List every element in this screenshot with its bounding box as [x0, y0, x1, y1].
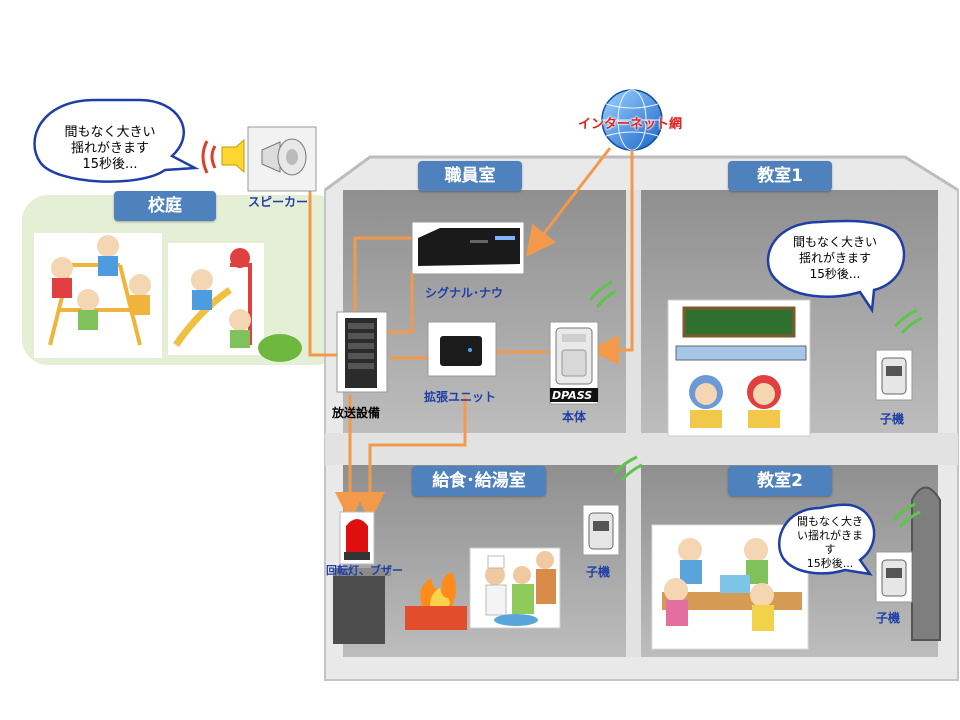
bubble-line: 揺れがきます — [798, 251, 871, 265]
receiver-unit-classroom2 — [875, 551, 913, 603]
expansion-unit — [427, 321, 497, 377]
fire-stove — [405, 572, 467, 630]
kitchen-label: 給食･給湯室 — [412, 466, 546, 496]
broadcast-rack — [336, 311, 388, 393]
bubble-line: 間もなく大きい — [792, 235, 877, 249]
main-unit-logo: DPASS — [552, 389, 593, 402]
schoolyard-slide — [168, 243, 302, 362]
schoolyard-jungle-gym — [34, 233, 162, 358]
beacon-label: 回転灯、ブザー — [326, 564, 403, 577]
staff-room-label: 職員室 — [418, 161, 522, 191]
bubble-line: す — [824, 543, 836, 556]
receiver-classroom1-label: 子機 — [880, 412, 905, 426]
broadcast-label: 放送設備 — [332, 406, 381, 420]
bubble-line: 15秒後... — [82, 157, 138, 172]
main-unit — [549, 321, 599, 405]
receiver-unit-kitchen — [582, 504, 620, 556]
speaker-label: スピーカー — [248, 195, 309, 209]
classroom2-label: 教室2 — [728, 466, 832, 496]
bubble-line: 15秒後... — [809, 267, 861, 281]
bubble-line: 揺れがきます — [70, 141, 149, 156]
classroom1-bubble — [766, 219, 906, 314]
receiver-unit-classroom1 — [875, 349, 913, 401]
signal-now-device — [411, 221, 525, 275]
receiver-kitchen-label: 子機 — [586, 565, 611, 579]
classroom1-bubble-text: 間もなく大きい 揺れがきます 15秒後... — [780, 234, 890, 282]
classroom2-bubble — [778, 503, 876, 576]
schoolyard-bubble — [33, 98, 200, 183]
classroom1-label: 教室1 — [728, 161, 832, 191]
cooks-illustration — [469, 547, 561, 629]
classroom1-scene — [667, 299, 811, 437]
bubble-line: 15秒後... — [806, 557, 854, 570]
classroom2-scene — [651, 524, 809, 650]
bubble-line: 間もなく大き — [797, 515, 863, 528]
beacon-light — [333, 511, 391, 644]
schoolyard-bubble-text: 間もなく大きい 揺れがきます 15秒後... — [55, 125, 165, 173]
receiver-classroom2-label: 子機 — [876, 611, 901, 625]
internet-label: インターネット網 — [578, 117, 683, 132]
bubble-line: 間もなく大きい — [64, 125, 156, 140]
bubble-line: い揺れがきま — [797, 529, 863, 542]
speaker-device — [201, 126, 317, 192]
schoolyard-label: 校庭 — [114, 191, 216, 221]
internet-globe-icon — [601, 89, 663, 151]
classroom2-bubble-text: 間もなく大き い揺れがきま す 15秒後... — [790, 515, 870, 571]
main-unit-label: 本体 — [562, 410, 587, 424]
signal-now-label: シグナル･ナウ — [425, 286, 504, 300]
expansion-label: 拡張ユニット — [424, 390, 497, 404]
